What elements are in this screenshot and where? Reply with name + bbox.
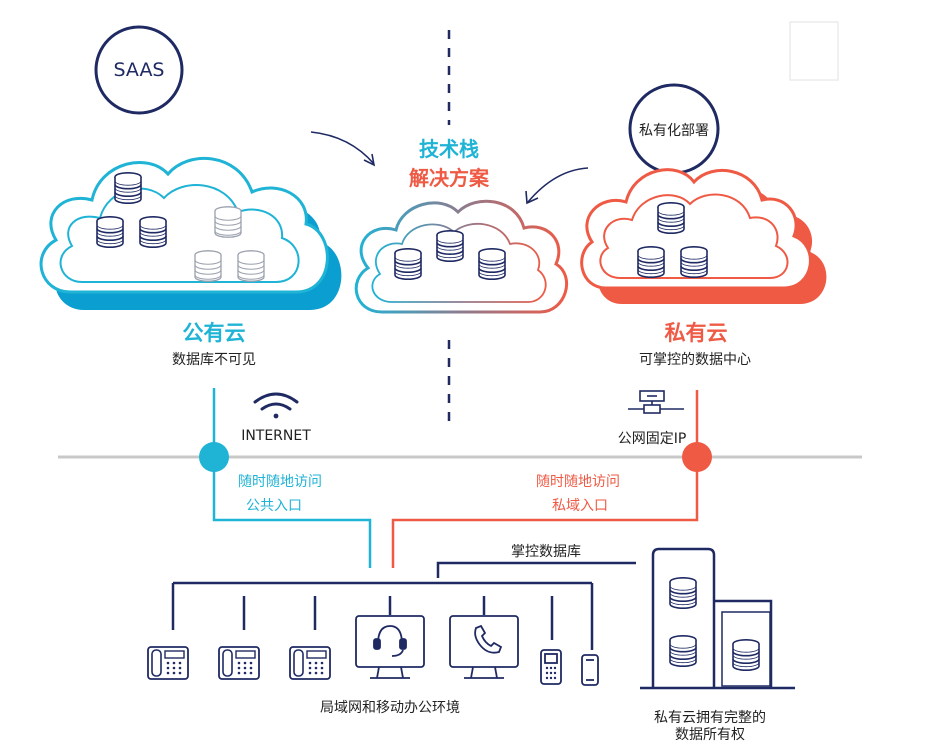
desk-phone-icon-2: [218, 646, 260, 680]
private-entry-line2: 私域入口: [552, 498, 608, 514]
private-cloud-title: 私有云: [664, 321, 728, 345]
corner-frame: [789, 21, 839, 81]
monitor-phone-icon: [449, 615, 519, 679]
control-db-label: 掌控数据库: [511, 544, 581, 560]
wifi-icon: [253, 392, 299, 419]
private-cloud-icon: [580, 168, 827, 304]
public-cloud-title: 公有云: [182, 321, 246, 345]
saas-badge: [94, 25, 184, 115]
desk-phone-icon-1: [147, 646, 189, 680]
private-deploy-label: 私有化部署: [639, 123, 709, 139]
desk-phone-icon-3: [289, 646, 331, 680]
server-db-icon-3: [732, 638, 760, 672]
private-cloud-subtitle: 可掌控的数据中心: [639, 352, 751, 368]
center-title-line1: 技术栈: [419, 137, 479, 161]
arrow-right-icon: [525, 167, 589, 205]
center-cloud-icon: [354, 199, 568, 314]
lan-label: 局域网和移动办公环境: [320, 700, 460, 716]
public-node: [199, 442, 229, 472]
lan-bus: [171, 561, 636, 650]
public-cloud-icon: [39, 156, 342, 310]
center-title-line2: 解决方案: [409, 166, 489, 190]
public-entry-line1: 随时随地访问: [238, 474, 322, 490]
network-icon: [628, 390, 684, 414]
private-entry-line1: 随时随地访问: [536, 474, 620, 490]
server-db-icon-2: [669, 634, 697, 668]
mobile-phone-icon-1: [540, 649, 562, 685]
ownership-line2: 数据所有权: [675, 727, 745, 743]
server-tower-icon: [640, 547, 795, 690]
fixed-ip-label: 公网固定IP: [617, 431, 687, 447]
public-entry-line2: 公共入口: [246, 498, 302, 514]
saas-badge-label: SAAS: [113, 59, 165, 81]
private-node: [682, 442, 712, 472]
internet-label: INTERNET: [241, 428, 311, 444]
arrow-left-icon: [310, 131, 376, 167]
monitor-headset-icon: [355, 615, 425, 679]
public-cloud-subtitle: 数据库不可见: [172, 352, 256, 368]
server-db-icon-1: [669, 576, 697, 610]
mobile-phone-icon-2: [581, 654, 599, 686]
ownership-line1: 私有云拥有完整的: [654, 710, 766, 726]
